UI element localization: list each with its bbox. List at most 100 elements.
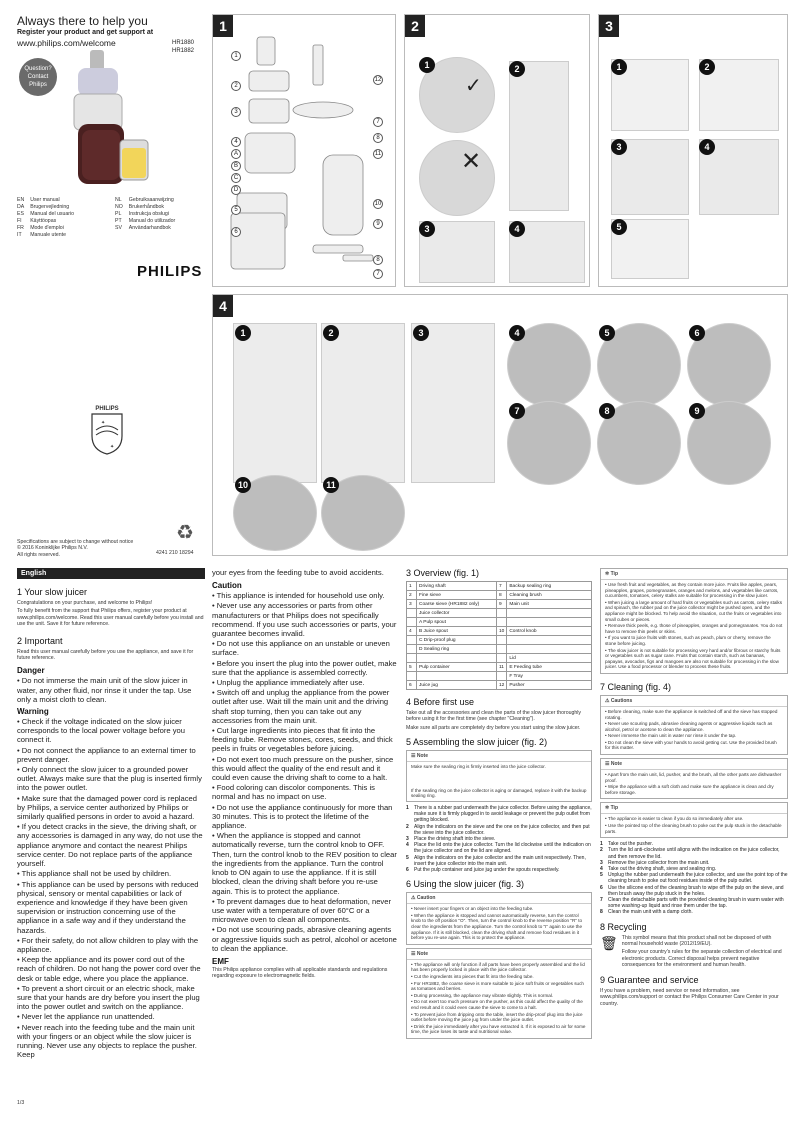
- caution-item: • Unplug the appliance immediately after…: [212, 678, 398, 687]
- warning-item-text: Never let the appliance run unattended.: [21, 1012, 155, 1022]
- fig3-step-badge: 2: [699, 59, 715, 75]
- tip-item: • Use fresh fruit and vegetables, as the…: [605, 582, 783, 599]
- overview-label-2: Pusher: [506, 680, 592, 690]
- step-text: Clean the detachable parts with the prov…: [608, 897, 784, 910]
- bullet-icon: •: [411, 973, 414, 979]
- section-5-note-2: If the sealing ring on the juice collect…: [411, 787, 587, 799]
- caution-item-text: Food coloring can discolor components. T…: [212, 783, 375, 802]
- overview-label-2: E Feeding tube: [506, 662, 592, 672]
- fig3-step-badge: 5: [611, 219, 627, 235]
- tip-icon: ✲: [605, 805, 611, 812]
- tip-item: • The slow juicer is not suitable for pr…: [605, 648, 783, 670]
- spec-note: Specifications are subject to change wit…: [17, 539, 133, 558]
- doc-number: 4241 210 18294: [156, 550, 194, 556]
- s7-caution-item: • Do not clean the sieve with your hands…: [605, 740, 783, 751]
- step-text: Put the pulp container and juice jug und…: [414, 867, 560, 874]
- bullet-icon: •: [411, 906, 414, 912]
- s7-caution-item: • Never use scouring pads, abrasive clea…: [605, 721, 783, 732]
- question-badge: Question? Contact Philips: [19, 58, 57, 96]
- language-name: User manual: [30, 197, 60, 203]
- bullet-icon: •: [411, 992, 414, 998]
- bullet-icon: •: [605, 582, 608, 587]
- caution-item: • Do not use scouring pads, abrasive cle…: [212, 925, 398, 953]
- overview-row: A Pulp spout: [406, 617, 592, 627]
- language-tab: English: [17, 568, 205, 579]
- bullet-icon: •: [17, 676, 22, 686]
- bullet-icon: •: [17, 935, 22, 945]
- section-5-note-1: Make sure the sealing ring is firmly ins…: [411, 764, 546, 770]
- overview-num: 2: [406, 590, 417, 600]
- overview-label: Juice jug: [416, 680, 497, 690]
- caution-item: • When the appliance is stopped and cann…: [212, 831, 398, 895]
- bullet-icon: •: [17, 1022, 22, 1032]
- fig1-callout: 9: [373, 219, 383, 229]
- guarantee-text: If you have a problem, need service or n…: [600, 987, 779, 1007]
- section-6-tip-label: Tip: [610, 571, 619, 577]
- bullet-icon: •: [605, 784, 608, 790]
- warning-item: • This appliance shall not be used by ch…: [17, 869, 205, 878]
- bullet-icon: •: [411, 961, 414, 967]
- overview-num-2: 12: [495, 680, 508, 690]
- warning-item-text: Only connect the slow juicer to a ground…: [17, 765, 202, 793]
- s6-note-item: • Cut the ingredients into pieces that f…: [411, 974, 587, 980]
- tip-icon: ✲: [605, 571, 611, 577]
- overview-num-2: 11: [495, 662, 508, 672]
- bullet-icon: •: [411, 1011, 414, 1017]
- bullet-icon: •: [411, 912, 414, 918]
- step-text: Align the indicators on the juice collec…: [414, 854, 586, 867]
- fig4-step-badge: 4: [509, 325, 525, 341]
- caution-item-text: Switch off and unplug the appliance from…: [212, 688, 390, 725]
- tip-item-text: Use fresh fruit and vegetables, as they …: [605, 582, 779, 599]
- fig1-callout: 7: [373, 269, 383, 279]
- warning-item-text: Never reach into the feeding tube and th…: [17, 1022, 197, 1060]
- overview-label-2: Cleaning brush: [506, 590, 592, 600]
- language-name: Manuale utente: [30, 232, 66, 238]
- overview-label: B Juice spout: [416, 626, 497, 636]
- caution-item-text: Unplug the appliance immediately after u…: [216, 678, 365, 688]
- emf-heading: EMF: [212, 956, 229, 966]
- section-7-caution: ⚠ Cautions • Before cleaning, make sure …: [600, 694, 788, 756]
- step-text: Use the silicone end of the cleaning bru…: [608, 884, 784, 897]
- register-url[interactable]: www.philips.com/welcome: [17, 38, 116, 48]
- note-icon: ☰: [411, 950, 417, 957]
- step-number: 6: [406, 867, 409, 874]
- section-4-text-2: Make sure all parts are completely dry b…: [406, 724, 581, 731]
- overview-num-2: 9: [495, 599, 508, 609]
- s7-note-item: • Wipe the appliance with a soft cloth a…: [605, 784, 783, 795]
- overview-num: [406, 653, 417, 663]
- column-2-continued: your eyes from the feeding tube to avoid…: [212, 568, 384, 577]
- warning-item: • This appliance can be used by persons …: [17, 880, 205, 935]
- section-7-caution-label: Cautions: [610, 697, 633, 704]
- language-name: Manual del usuario: [30, 211, 75, 217]
- svg-text:✦: ✦: [101, 420, 105, 426]
- overview-label: [416, 653, 497, 663]
- warning-item: • Never reach into the feeding tube and …: [17, 1023, 205, 1060]
- bullet-icon: •: [411, 999, 414, 1005]
- recycling-para-1: This symbol means that this product shal…: [621, 934, 772, 948]
- fig4-step-photo: [321, 323, 405, 483]
- tip-item: • Remove thick peels, e.g. those of pine…: [605, 623, 783, 634]
- step-text: There is a rubber pad underneath the jui…: [414, 805, 592, 824]
- model-1: HR1880: [172, 40, 195, 46]
- section-4-title: 4 Before first use: [406, 697, 475, 707]
- warning-item-text: To prevent a short circuit or an electri…: [17, 983, 200, 1012]
- section-6-tip: ✲ Tip • Use fresh fruit and vegetables, …: [600, 568, 788, 674]
- fig1-callout: 2: [231, 81, 241, 91]
- fig4-step-badge: 2: [323, 325, 339, 341]
- step-number: 5: [406, 854, 409, 861]
- language-name: Brukerhåndbok: [128, 204, 164, 210]
- caution-item-text: Before you insert the plug into the powe…: [212, 658, 397, 677]
- fig2-cross-mark: ✕: [461, 151, 482, 173]
- tip-item: • If you want to juice fruits with stone…: [605, 635, 783, 646]
- s6-note-item: • For HR1882, the coarse sieve is more s…: [411, 981, 587, 992]
- section-2-title: 2 Important: [17, 635, 63, 646]
- overview-num: 3: [406, 599, 417, 609]
- tip-item-text: If you want to juice fruits with stones,…: [605, 635, 771, 646]
- s7-caution-item-text: Do not clean the sieve with your hands t…: [605, 739, 777, 751]
